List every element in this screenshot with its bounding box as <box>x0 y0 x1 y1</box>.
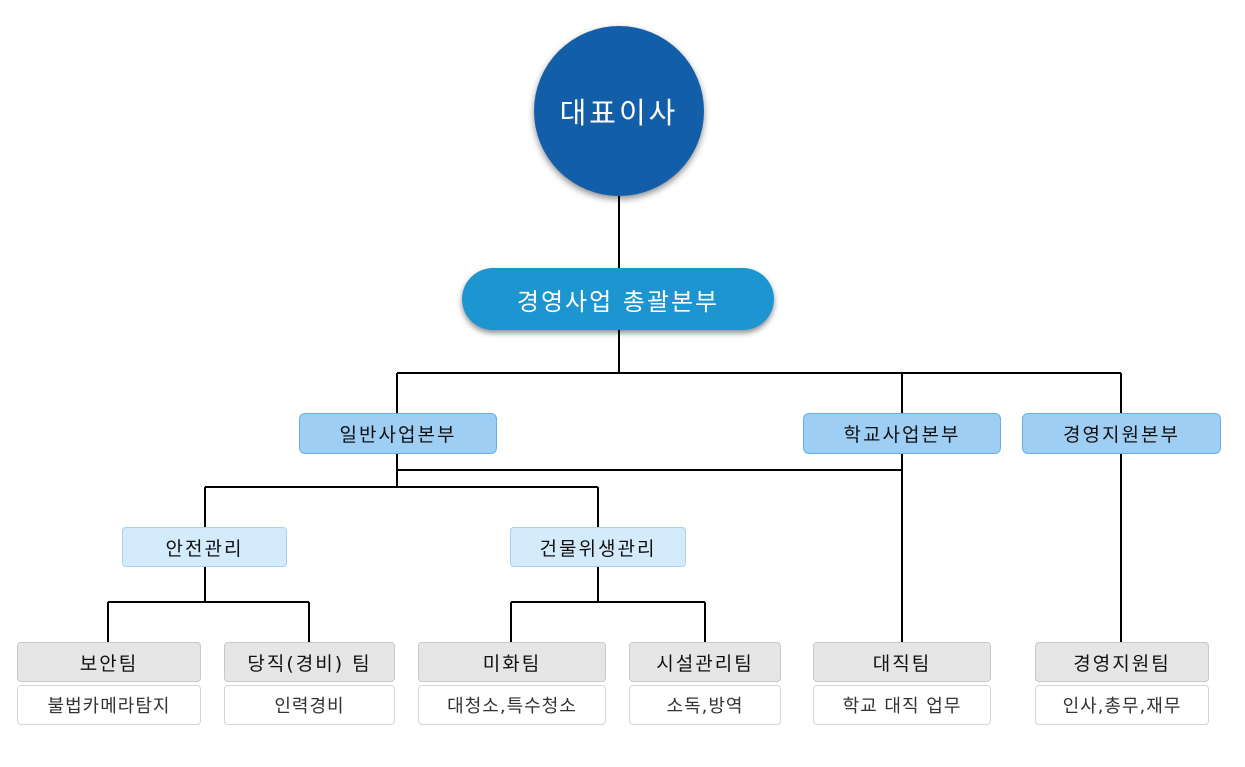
beautify-team-node: 미화팀 <box>418 642 606 682</box>
night-team-desc: 학교 대직 업무 <box>813 685 991 725</box>
ceo-node: 대표이사 <box>534 26 704 196</box>
beautify-team-desc: 대청소,특수청소 <box>418 685 606 725</box>
support-team-desc: 인사,총무,재무 <box>1035 685 1209 725</box>
security-team-desc: 불법카메라탐지 <box>17 685 201 725</box>
guard-team-node: 당직(경비) 팀 <box>224 642 395 682</box>
support-team-node: 경영지원팀 <box>1035 642 1209 682</box>
sanitation-subdivision-node: 건물위생관리 <box>510 527 686 567</box>
guard-team-desc: 인력경비 <box>224 685 395 725</box>
hq-node: 경영사업 총괄본부 <box>462 268 774 330</box>
facility-team-desc: 소독,방역 <box>629 685 781 725</box>
support-division-node: 경영지원본부 <box>1022 413 1221 454</box>
security-team-node: 보안팀 <box>17 642 201 682</box>
safety-subdivision-node: 안전관리 <box>122 527 287 567</box>
facility-team-node: 시설관리팀 <box>629 642 781 682</box>
general-division-node: 일반사업본부 <box>299 413 497 454</box>
night-team-node: 대직팀 <box>813 642 991 682</box>
school-division-node: 학교사업본부 <box>803 413 1001 454</box>
